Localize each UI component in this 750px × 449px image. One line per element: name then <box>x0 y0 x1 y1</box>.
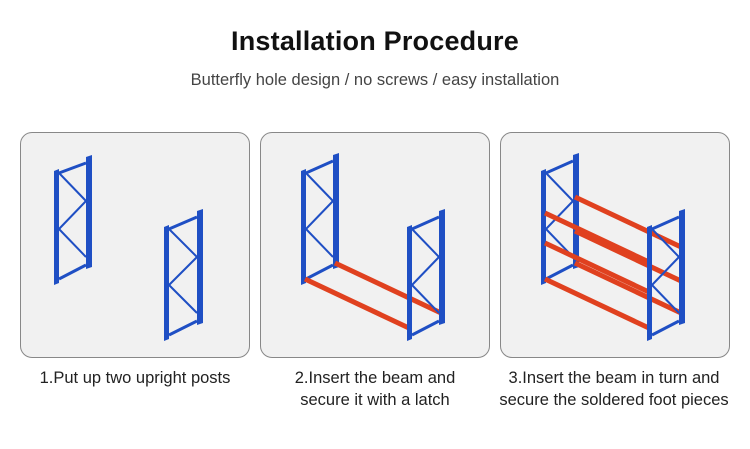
page-subtitle: Butterfly hole design / no screws / easy… <box>190 71 560 89</box>
step-2-illustration <box>260 132 490 358</box>
step-1-caption: 1.Put up two upright posts <box>5 367 265 389</box>
step-2-rack-drawing <box>301 153 445 341</box>
upright-frame-left <box>301 153 339 285</box>
page-title: Installation Procedure <box>231 26 519 56</box>
beam-levels <box>543 194 683 332</box>
upright-frame-right <box>164 209 203 341</box>
step-1-rack-drawing <box>54 155 203 341</box>
step-2-caption-line-2: secure it with a latch <box>300 391 450 409</box>
upright-frame-right <box>407 209 445 341</box>
upright-frame-right <box>647 209 685 341</box>
step-3-caption: 3.Insert the beam in turn and secure the… <box>484 367 744 411</box>
beam-pair <box>303 260 443 332</box>
upright-frame-left <box>54 155 92 285</box>
step-2-caption: 2.Insert the beam and secure it with a l… <box>245 367 505 411</box>
step-3-caption-line-1: 3.Insert the beam in turn and <box>508 369 720 387</box>
step-1-illustration <box>20 132 250 358</box>
step-3-rack-drawing <box>541 153 685 341</box>
step-3-illustration <box>500 132 730 358</box>
step-2-caption-line-1: 2.Insert the beam and <box>294 369 456 387</box>
step-3-caption-line-2: secure the soldered foot pieces <box>499 391 729 409</box>
step-1-caption-line-1: 1.Put up two upright posts <box>39 369 231 387</box>
